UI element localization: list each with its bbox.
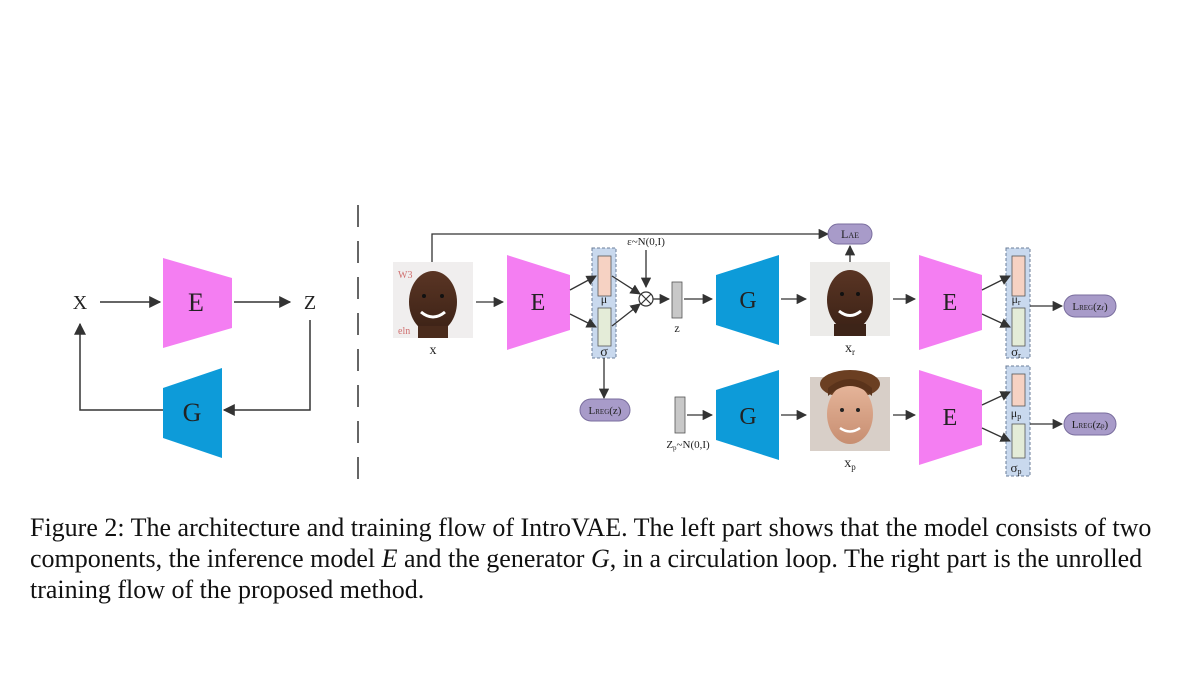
- caption-suffix: , in a circulation loop. The right part …: [30, 544, 1149, 604]
- encoder1-label: E: [531, 290, 546, 316]
- architecture-diagram: X Z E G W3 eln x LAE E: [73, 205, 1117, 480]
- xr-label: xr: [845, 341, 855, 357]
- generator1-block: [716, 255, 779, 345]
- caption-middle: and the generator: [397, 544, 591, 573]
- loss-ae-label: LAE: [841, 227, 859, 241]
- caption-g-symbol: G: [590, 544, 610, 573]
- mu-r-label: μr: [1011, 292, 1020, 307]
- loss-reg-zp-label: LREG(zp): [1072, 419, 1109, 431]
- sigma-r-bar: [1011, 307, 1026, 347]
- encoder3-label: E: [943, 405, 958, 431]
- arrow-mu-to-mult: [611, 275, 641, 295]
- arrow-e1-to-sigma: [569, 313, 597, 328]
- arrow-e2-to-mu-r: [981, 275, 1011, 291]
- encoder3-block: [919, 370, 982, 465]
- left-loop-diagram: X Z E G: [73, 258, 316, 458]
- sigma-r-label: σr: [1011, 344, 1021, 360]
- caption-e-symbol: E: [381, 544, 398, 573]
- skip-line-x-to-lae: [431, 228, 830, 262]
- encoder1-block: [507, 255, 570, 350]
- left-encoder-label: E: [188, 288, 204, 317]
- sigma-bar1: [597, 307, 612, 347]
- loss-reg-zp-pill: [1063, 412, 1117, 436]
- loss-reg-z-pill: [579, 398, 631, 422]
- xp-label: xp: [844, 456, 856, 472]
- arrow-e3-to-sigma-p: [981, 427, 1011, 442]
- left-x-label: X: [73, 292, 88, 314]
- input-x-label: x: [430, 343, 437, 358]
- svg-text:W3: W3: [398, 270, 412, 281]
- loss-reg-zr-pill: [1063, 294, 1117, 318]
- generator1-label: G: [739, 288, 756, 314]
- left-generator-block: [163, 368, 222, 458]
- mu-bar1: [597, 255, 612, 297]
- svg-text:eln: eln: [398, 326, 410, 337]
- latent-zp-bar: [674, 396, 686, 434]
- sigma-p-bar: [1011, 423, 1026, 459]
- loss-reg-z-label: LREG(z): [589, 405, 622, 417]
- arrow-e2-to-sigma-r: [981, 313, 1011, 328]
- mu-p-label: μp: [1011, 406, 1021, 421]
- sigma-p-label: σp: [1010, 460, 1021, 476]
- input-face-image: W3 eln: [393, 262, 473, 338]
- multiply-icon: [638, 291, 654, 307]
- arrow-sigma-to-mult: [611, 303, 641, 327]
- arrow-e3-to-mu-p: [981, 391, 1011, 406]
- arrow-z-to-generator: [222, 320, 311, 416]
- caption-prefix: Figure 2: The architecture and training …: [30, 513, 1158, 573]
- sampled-face-image: [810, 370, 890, 451]
- sigma-label1: σ: [600, 345, 608, 360]
- generator2-block: [716, 370, 779, 460]
- arrow-e1-to-mu: [569, 275, 597, 291]
- mu-label1: μ: [601, 292, 607, 306]
- noise-label: ε~N(0,I): [627, 236, 665, 248]
- generator2-label: G: [739, 404, 756, 430]
- figure-caption: Figure 2: The architecture and training …: [30, 512, 1180, 605]
- mu-p-bar: [1011, 373, 1026, 407]
- loss-reg-zr-label: LREG(zr): [1072, 301, 1108, 313]
- right-training-flow: W3 eln x LAE E μ σ LREG(z) ε~N(0,I): [393, 223, 1117, 477]
- left-encoder-block: [163, 258, 232, 348]
- left-generator-label: G: [183, 398, 202, 427]
- encoder2-block: [919, 255, 982, 350]
- latent-z-bar: [671, 281, 683, 319]
- arrow-generator-to-x: [74, 322, 163, 411]
- encoder2-label: E: [943, 290, 958, 316]
- reconstructed-face-image: [810, 262, 890, 336]
- mu-r-bar: [1011, 255, 1026, 297]
- loss-ae-pill: [827, 223, 873, 245]
- latent-z-label: z: [674, 321, 679, 335]
- zp-label: Zp~N(0,I): [666, 439, 710, 452]
- left-z-label: Z: [304, 292, 316, 314]
